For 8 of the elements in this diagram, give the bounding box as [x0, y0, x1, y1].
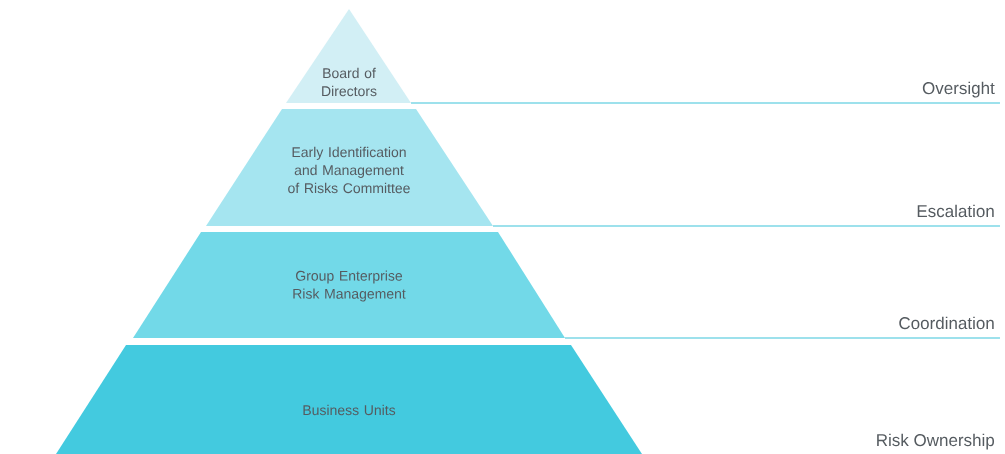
level-label: Escalation	[917, 204, 994, 218]
pyramid-tier: Group Enterprise Risk Management	[133, 232, 565, 338]
pyramid-tier: Business Units	[56, 345, 642, 454]
level-label: Coordination	[899, 316, 994, 330]
pyramid-tier: Early Identification and Management of Risks Committee	[206, 109, 493, 226]
pyramid-tier: Board of Directors	[286, 9, 411, 103]
level-label: Risk Ownership	[877, 433, 995, 450]
level-label: Oversight	[922, 81, 995, 98]
